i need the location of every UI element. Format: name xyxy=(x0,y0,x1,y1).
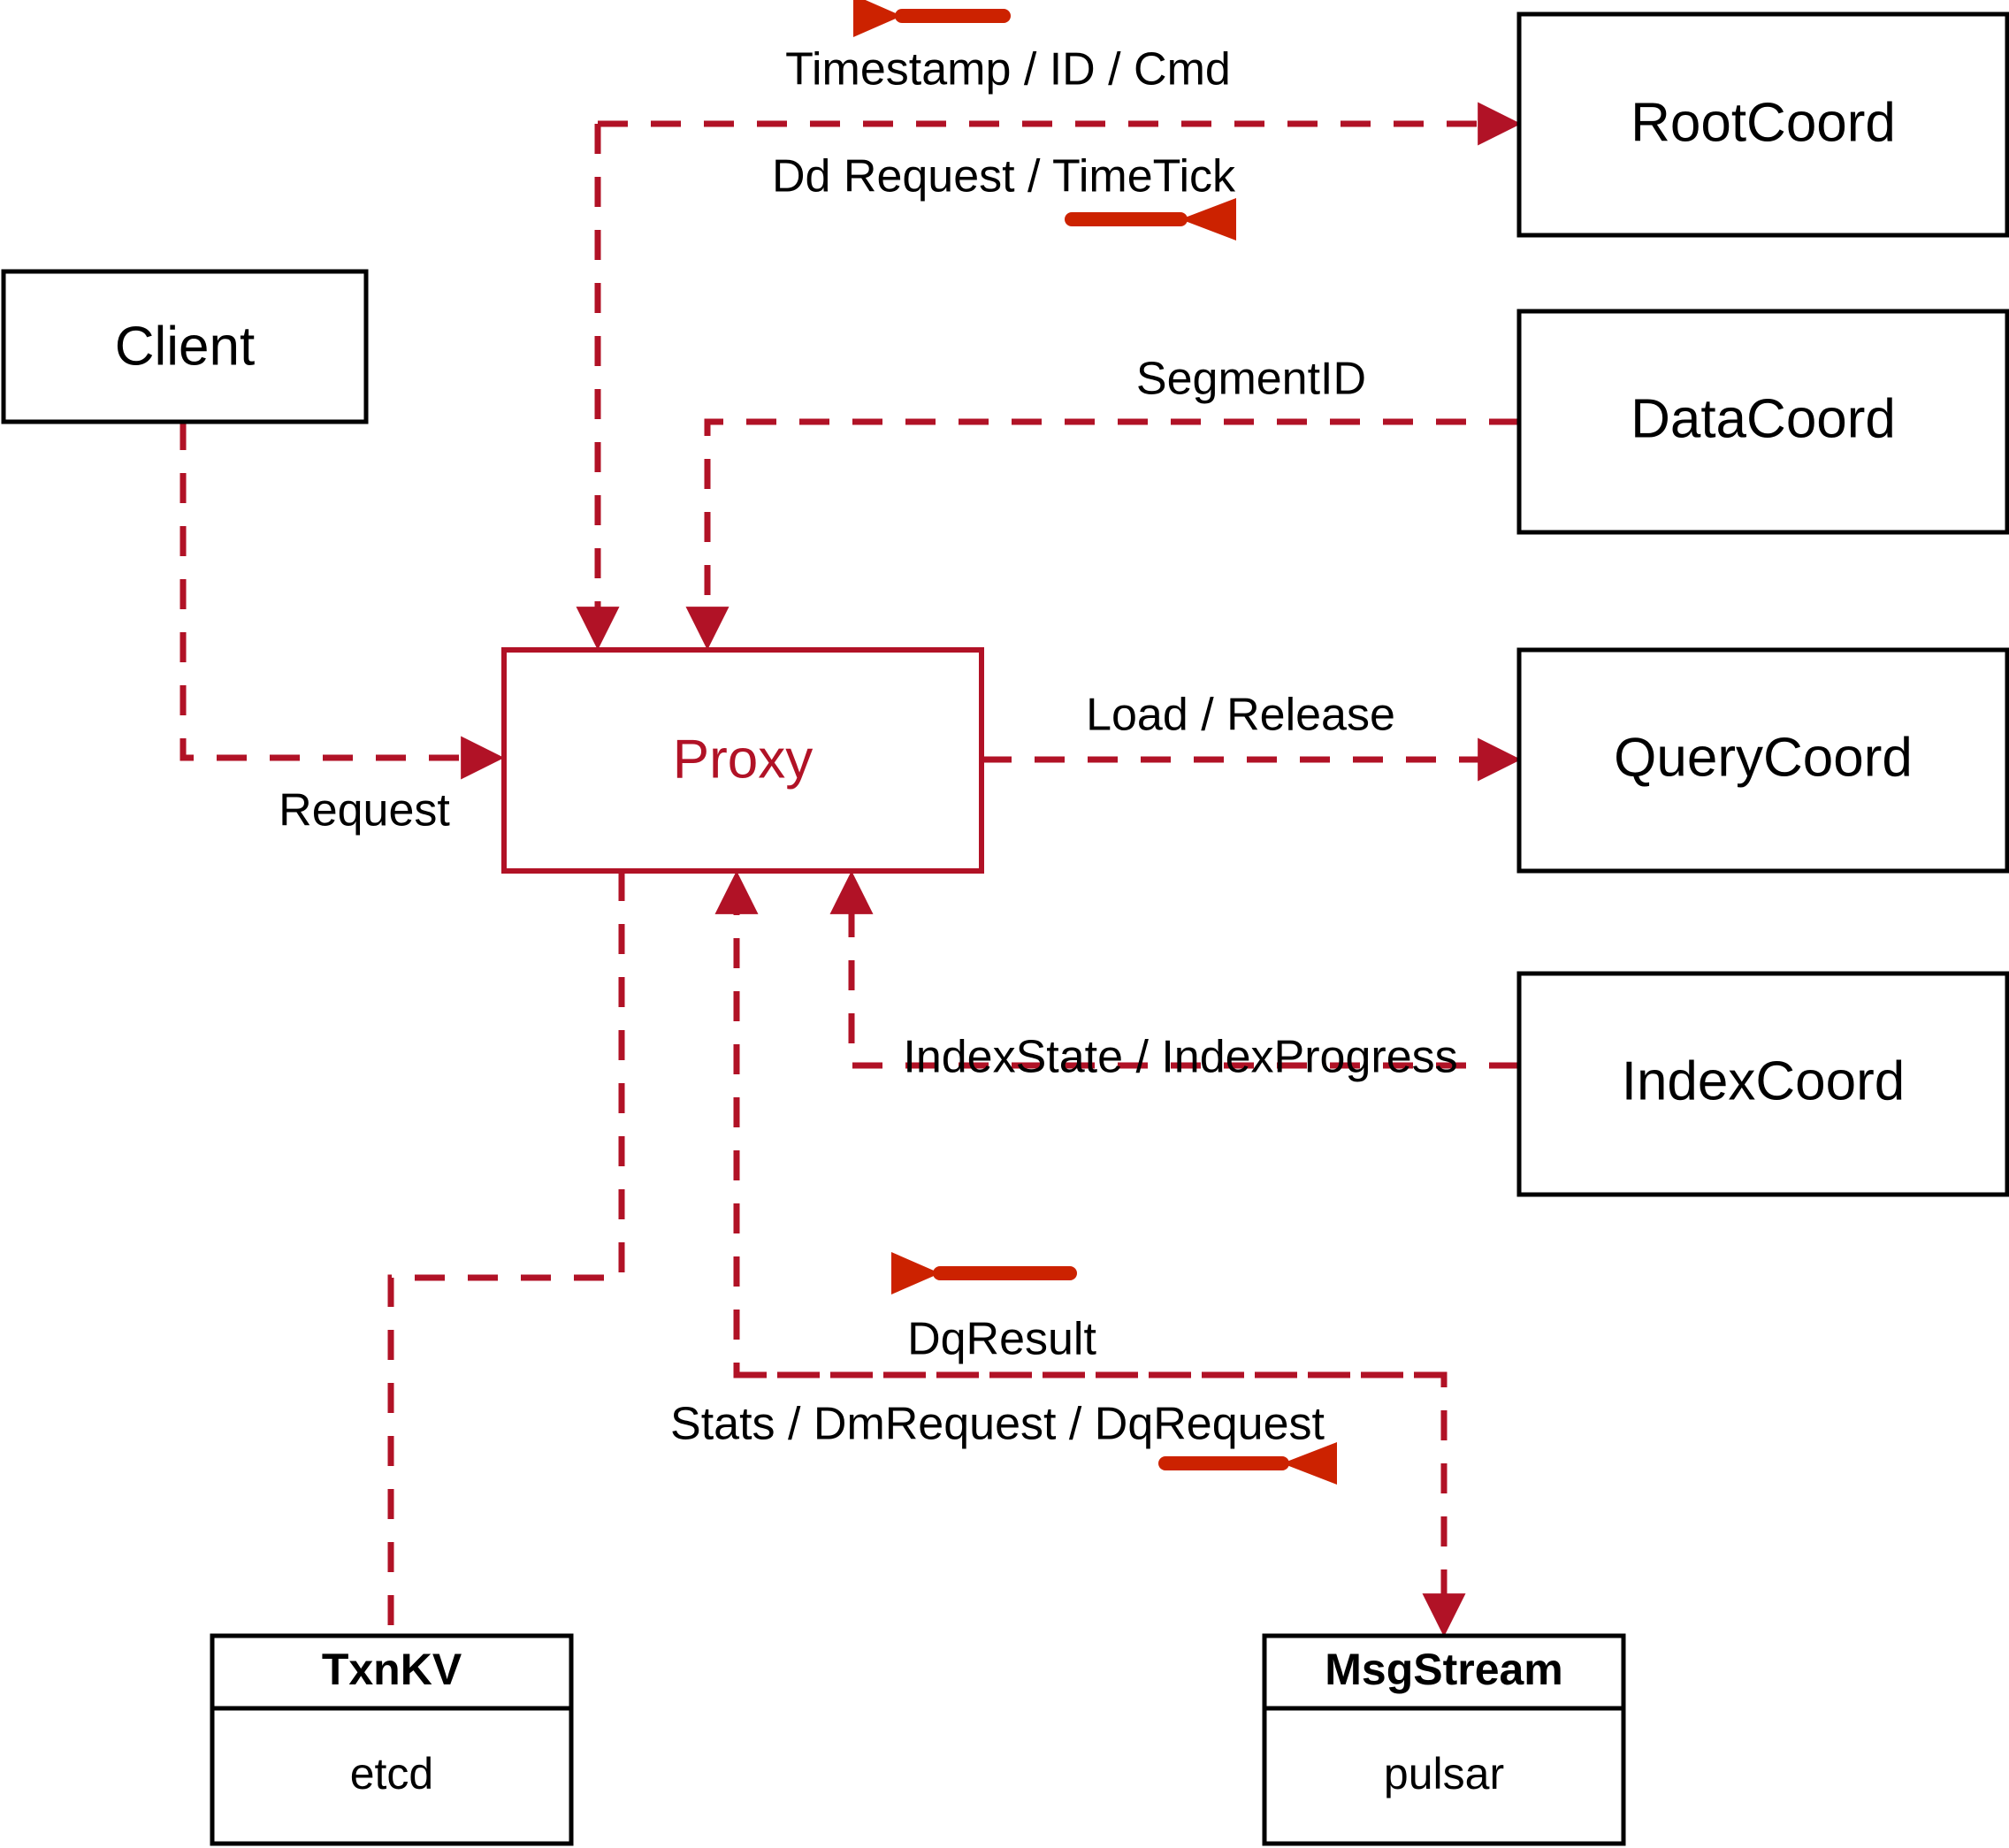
node-client-label: Client xyxy=(115,316,256,377)
edge-label-timestamp: Timestamp / ID / Cmd xyxy=(785,44,1231,95)
node-datacoord[interactable]: DataCoord xyxy=(1516,309,2009,535)
node-proxy[interactable]: Proxy xyxy=(501,647,984,874)
node-rootcoord[interactable]: RootCoord xyxy=(1516,11,2009,238)
node-indexcoord[interactable]: IndexCoord xyxy=(1516,971,2009,1197)
node-msgstream-sublabel: pulsar xyxy=(1384,1749,1504,1798)
edge-label-dqresult: DqResult xyxy=(907,1314,1096,1365)
direction-arrow-dqresult xyxy=(891,1252,1077,1294)
node-indexcoord-label: IndexCoord xyxy=(1622,1050,1906,1111)
edge-label-segmentid: SegmentID xyxy=(1136,354,1366,405)
direction-arrow-dmrequest xyxy=(1158,1442,1337,1485)
node-txnkv[interactable]: TxnKV etcd xyxy=(210,1633,574,1846)
node-querycoord-label: QueryCoord xyxy=(1614,727,1913,788)
edge-indexcoord-to-proxy xyxy=(829,870,1519,1069)
node-msgstream[interactable]: MsgStream pulsar xyxy=(1262,1633,1626,1846)
node-txnkv-label: TxnKV xyxy=(322,1645,462,1694)
edge-label-indexstate: IndexState / IndexProgress xyxy=(903,1032,1457,1083)
node-msgstream-label: MsgStream xyxy=(1325,1645,1563,1694)
edge-label-dmrequest: Stats / DmRequest / DqRequest xyxy=(670,1399,1325,1450)
node-client[interactable]: Client xyxy=(1,269,369,424)
node-datacoord-label: DataCoord xyxy=(1631,388,1896,449)
edge-label-loadrelease: Load / Release xyxy=(1086,690,1395,741)
node-querycoord[interactable]: QueryCoord xyxy=(1516,647,2009,874)
edge-proxy-to-msgstream xyxy=(737,1371,1466,1638)
edge-msgstream-to-proxy xyxy=(714,870,1444,1378)
direction-arrow-ddrequest xyxy=(1065,198,1236,241)
node-txnkv-sublabel: etcd xyxy=(350,1749,434,1798)
edge-label-ddrequest: Dd Request / TimeTick xyxy=(772,151,1236,202)
edge-proxy-to-txnkv xyxy=(387,871,625,1636)
edge-label-request: Request xyxy=(279,785,450,836)
direction-arrow-timestamp xyxy=(853,0,1011,37)
edge-datacoord-to-proxy xyxy=(685,418,1519,651)
node-proxy-label: Proxy xyxy=(673,729,813,790)
edge-client-to-proxy xyxy=(180,420,505,780)
node-rootcoord-label: RootCoord xyxy=(1631,92,1896,153)
